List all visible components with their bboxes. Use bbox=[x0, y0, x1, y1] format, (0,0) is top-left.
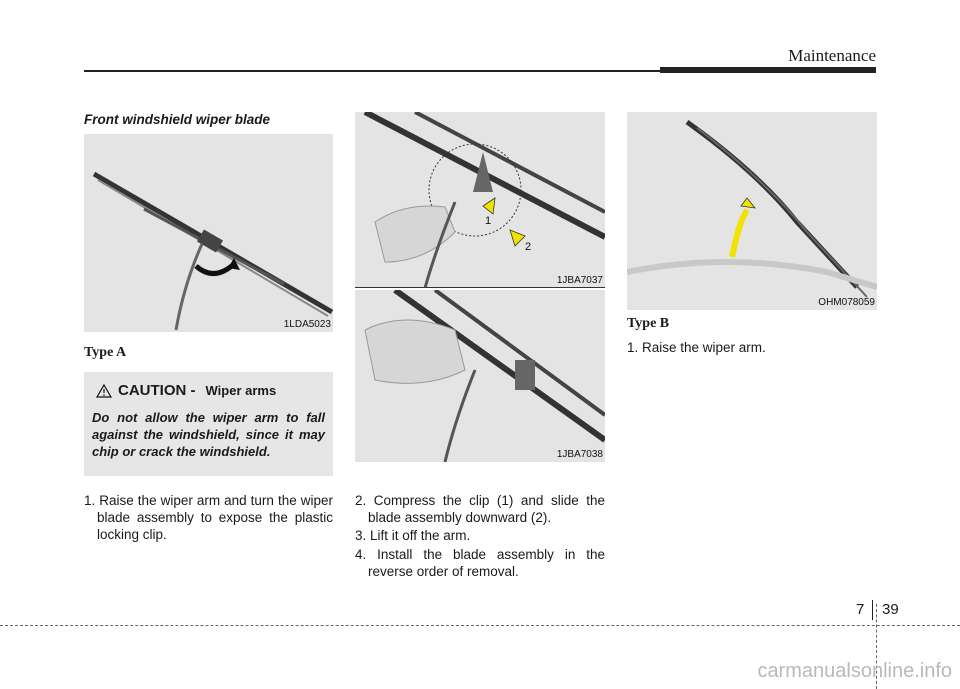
caution-header: CAUTION - Wiper arms bbox=[92, 382, 325, 399]
caution-title: CAUTION - bbox=[118, 382, 196, 399]
caution-box: CAUTION - Wiper arms Do not allow the wi… bbox=[84, 372, 333, 476]
wiper-raise-illustration bbox=[627, 112, 877, 310]
section-title: Front windshield wiper blade bbox=[84, 112, 271, 127]
step-a-3: 3. Lift it off the arm. bbox=[355, 528, 471, 543]
callout-1: 1 bbox=[485, 215, 491, 227]
header-title: Maintenance bbox=[788, 46, 876, 65]
caution-subtitle: Wiper arms bbox=[205, 383, 277, 398]
step-a-1: 1. Raise the wiper arm and turn the wipe… bbox=[84, 493, 333, 542]
header-rule bbox=[84, 70, 662, 72]
blade-removal-illustration bbox=[355, 290, 605, 462]
page-number: 39 bbox=[882, 601, 899, 618]
figure-type-b: OHM078059 bbox=[627, 112, 877, 310]
wiper-blade-illustration bbox=[84, 134, 333, 332]
page-separator bbox=[872, 600, 873, 620]
figure-code: 1JBA7038 bbox=[556, 449, 603, 460]
clip-compress-illustration: 1 2 bbox=[355, 112, 605, 288]
footer-vertical-rule bbox=[876, 604, 877, 689]
page-chapter: 7 bbox=[856, 601, 865, 618]
figure-type-a: 1LDA5023 bbox=[84, 134, 333, 332]
warning-triangle-icon bbox=[96, 383, 112, 398]
figure-code: OHM078059 bbox=[818, 297, 875, 308]
figure-divider bbox=[355, 287, 605, 288]
step-b-1: 1. Raise the wiper arm. bbox=[627, 340, 766, 355]
footer-rule bbox=[0, 625, 960, 626]
step-a-4: 4. Install the blade assembly in the rev… bbox=[355, 547, 605, 579]
callout-2: 2 bbox=[525, 241, 531, 253]
step-a-2: 2. Compress the clip (1) and slide the b… bbox=[355, 493, 605, 525]
figure-code: 1LDA5023 bbox=[283, 319, 331, 330]
figure-code: 1JBA7037 bbox=[556, 275, 603, 286]
caution-text: Do not allow the wiper arm to fall again… bbox=[92, 410, 325, 459]
header-rule-accent bbox=[660, 67, 876, 73]
watermark: carmanualsonline.info bbox=[757, 660, 952, 682]
type-b-label: Type B bbox=[627, 316, 670, 331]
figure-type-a-clip: 1 2 1JBA7037 bbox=[355, 112, 605, 288]
figure-type-a-remove: 1JBA7038 bbox=[355, 290, 605, 462]
type-a-label: Type A bbox=[84, 345, 127, 360]
